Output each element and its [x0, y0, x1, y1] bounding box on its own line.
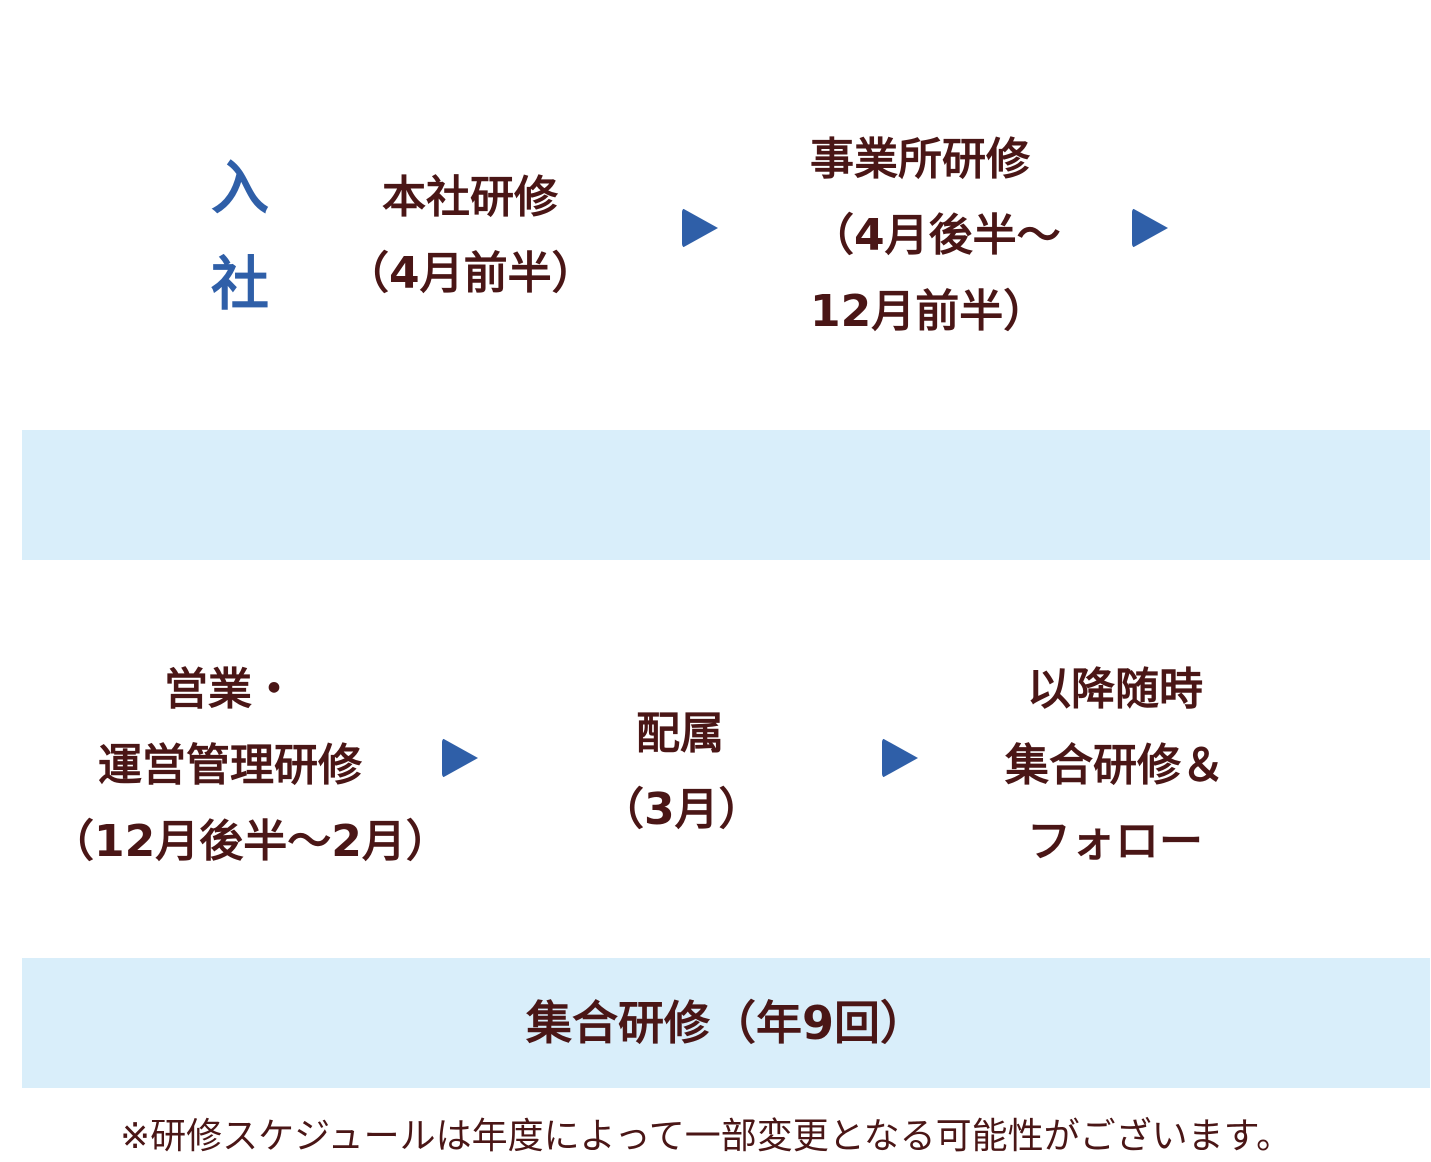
step-period: （4月前半） — [345, 248, 596, 299]
step-assignment: 配属 （3月） — [600, 696, 763, 848]
schedule-band-top — [22, 430, 1430, 560]
band-label: 集合研修（年9回） — [525, 996, 926, 1050]
step-period: （3月） — [600, 784, 763, 835]
step-followup-training: 以降随時 集合研修＆ フォロー — [985, 652, 1245, 880]
step-period-cont: 12月前半） — [810, 286, 1048, 337]
step-title: 以降随時 — [1027, 664, 1203, 715]
schedule-band-group-training: 集合研修（年9回） — [22, 958, 1430, 1088]
step-period: （4月後半～ — [810, 210, 1061, 261]
step-title: 事業所研修 — [810, 134, 1030, 185]
arrow-right-icon — [442, 738, 478, 778]
schedule-note: ※研修スケジュールは年度によって一部変更となる可能性がございます。 — [120, 1116, 1293, 1157]
step-title-cont: フォロー — [1027, 816, 1203, 867]
step-title: 営業・ — [164, 664, 296, 715]
step-title: 本社研修 — [382, 172, 558, 223]
step-sales-management-training: 営業・ 運営管理研修 （12月後半～2月） — [50, 652, 450, 880]
start-label-char-2: 社 — [210, 250, 269, 318]
step-head-office-training: 本社研修 （4月前半） — [345, 160, 596, 312]
step-period: （12月後半～2月） — [50, 816, 450, 867]
arrow-right-icon — [1132, 208, 1168, 248]
step-title-cont: 集合研修＆ — [1005, 740, 1225, 791]
start-label-char-1: 入 — [210, 154, 269, 222]
step-site-training: 事業所研修 （4月後半～ 12月前半） — [810, 122, 1061, 350]
step-title-cont: 運営管理研修 — [98, 740, 362, 791]
arrow-right-icon — [882, 738, 918, 778]
step-title: 配属 — [636, 708, 724, 759]
arrow-right-icon — [682, 208, 718, 248]
start-label: 入 社 — [200, 140, 280, 332]
